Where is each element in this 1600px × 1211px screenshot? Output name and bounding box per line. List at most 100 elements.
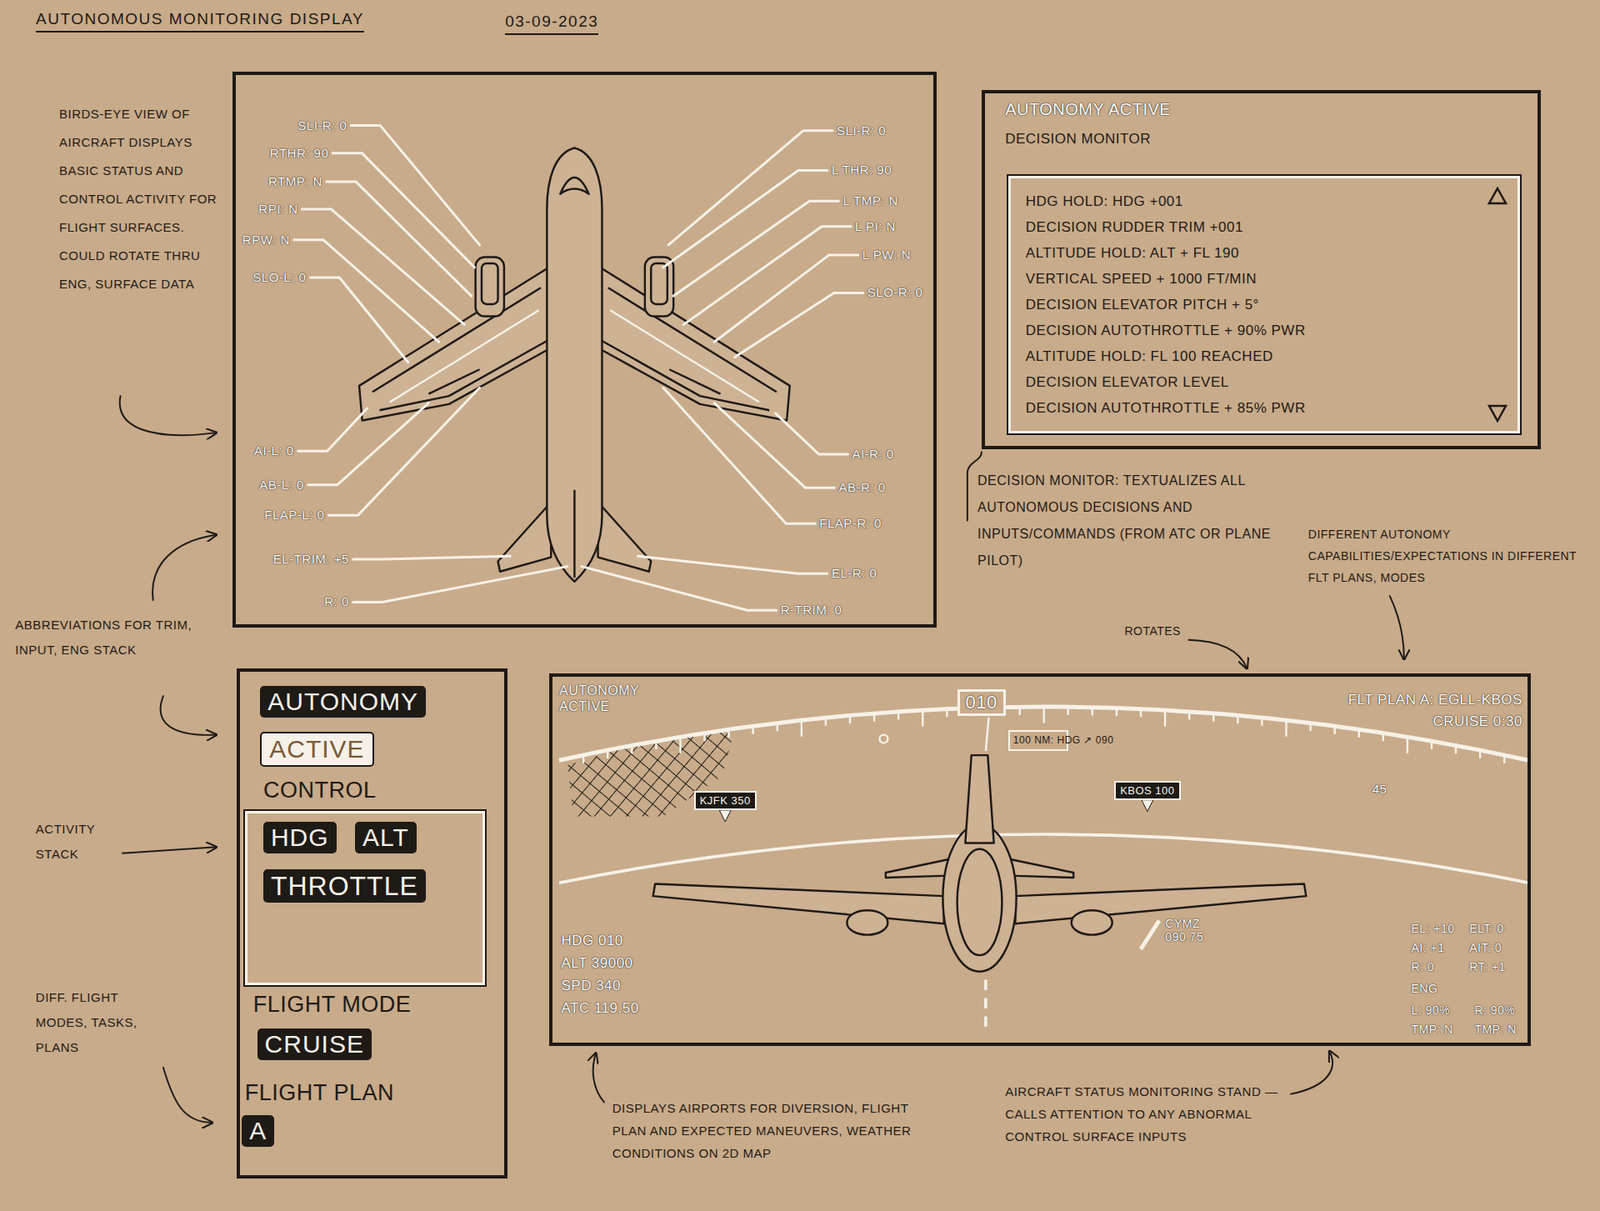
heading-box: 010 <box>957 689 1006 716</box>
surface-readout: EL-R: 0 <box>831 566 877 581</box>
heading-tick <box>1382 732 1385 741</box>
surface-readout: R-TRIM: 0 <box>780 603 843 618</box>
scroll-down <box>1489 405 1506 421</box>
decision-entry: ALTITUDE HOLD: ALT + FL 190 <box>1025 240 1472 266</box>
surface-readout: RPI: N <box>258 201 298 216</box>
surface-readout: FLAP-R: 0 <box>819 516 882 531</box>
fuselage <box>942 824 1016 971</box>
tail-fin <box>965 755 994 843</box>
note-arrow <box>1189 640 1248 669</box>
leader-line <box>663 170 828 267</box>
heading-tick <box>630 745 633 754</box>
airport-code: KJFK 350 <box>700 794 751 807</box>
heading-line <box>985 717 990 751</box>
annotation-note: ACTIVITY STACK <box>35 816 136 867</box>
aircraft-top-view <box>359 148 790 582</box>
hud-readout: TMP: N <box>1474 1022 1516 1036</box>
annotation-note: DECISION MONITOR: TEXTUALIZES ALL AUTONO… <box>977 467 1284 575</box>
control-pill: ALT <box>355 821 417 854</box>
scroll-up <box>1489 188 1506 204</box>
center-line <box>984 980 988 1030</box>
decision-entry: DECISION AUTOTHROTTLE + 90% PWR <box>1025 317 1472 344</box>
hud-drawing <box>559 706 1529 1029</box>
surface-readout: L THR: 90 <box>831 163 892 178</box>
date-label: 03-09-2023 <box>505 12 599 35</box>
decision-entry: VERTICAL SPEED + 1000 FT/MIN <box>1025 265 1472 292</box>
hud-readout: AIT: 0 <box>1469 940 1502 955</box>
leader-line <box>302 209 465 325</box>
leader-line <box>298 408 368 451</box>
tag-pointer <box>1141 800 1154 812</box>
cockpit <box>560 177 589 195</box>
maneuver-note: 100 NM: HDG ↗ 090 <box>1013 734 1064 747</box>
status-panel: SLI-R: 0RTHR: 90RTMP: NRPI: NRPW: NSLO-L… <box>232 71 937 628</box>
leader-line <box>637 555 828 574</box>
fuselage <box>546 148 602 582</box>
hud-readout: 45 <box>1372 781 1388 796</box>
heading-tick <box>1479 750 1481 759</box>
aircraft-rear-view <box>653 755 1307 972</box>
section-heading: CONTROL <box>263 777 377 804</box>
leader-line <box>581 566 777 611</box>
heading-tick <box>825 717 827 726</box>
monitor-heading: AUTONOMY ACTIVE <box>1005 100 1171 120</box>
heading-arc <box>559 706 1529 760</box>
right-engine-inlet <box>650 263 668 305</box>
decision-entry: DECISION RUDDER TRIM +001 <box>1025 214 1472 240</box>
tag-pointer <box>719 810 731 822</box>
right-engine <box>1071 910 1113 935</box>
heading-tick <box>1042 706 1045 724</box>
surface-readout: EL-TRIM: +5 <box>273 551 350 566</box>
decision-list: HDG HOLD: HDG +001DECISION RUDDER TRIM +… <box>1008 175 1521 434</box>
section-heading: FLIGHT PLAN <box>245 1080 395 1106</box>
heading-tick <box>1188 711 1190 720</box>
right-stabilizer <box>598 501 652 571</box>
monitor-heading: DECISION MONITOR <box>1005 130 1151 148</box>
scroll-arrow <box>1487 186 1508 205</box>
tick-marker <box>880 735 889 744</box>
left-engine <box>846 910 888 935</box>
note-arrow <box>593 1053 605 1103</box>
heading-tick <box>1018 706 1020 715</box>
activity-panel: CONTROLFLIGHT MODEFLIGHT PLANAUTONOMYACT… <box>236 668 507 1179</box>
note-arrow <box>1390 595 1405 660</box>
hud-readout: L: 90% <box>1410 1003 1450 1017</box>
annotation-note: ROTATES <box>1124 624 1181 638</box>
control-pill: HDG <box>263 821 337 854</box>
left-engine-inlet <box>481 263 499 305</box>
decision-entry: DECISION ELEVATOR PITCH + 5° <box>1025 291 1472 318</box>
note-arrow <box>120 395 217 435</box>
waypoint-slash <box>1140 920 1160 949</box>
plan-pill: A <box>241 1115 275 1147</box>
pill-text: AUTONOMY <box>267 686 419 717</box>
hud-readout: FLT PLAN A: EGLL-KBOS <box>1348 691 1523 709</box>
surface-readout: AI-L: 0 <box>254 444 295 459</box>
heading-tick <box>1091 707 1094 716</box>
heading-tick <box>582 755 585 764</box>
heading-tick <box>1067 706 1070 715</box>
left-stabilizer <box>498 501 552 571</box>
surface-readout: RTHR: 90 <box>270 145 329 160</box>
decision-entry: HDG HOLD: HDG +001 <box>1025 188 1472 215</box>
leader-line <box>714 255 859 342</box>
note-arrow <box>1290 1050 1333 1094</box>
surface-readout: L PW: N <box>862 247 912 262</box>
note-arrow <box>152 535 216 600</box>
pill-text: THROTTLE <box>270 870 419 902</box>
surface-readout: RTMP: N <box>268 174 323 189</box>
surface-readout: L TMP: N <box>842 194 899 209</box>
leader-line <box>673 200 839 296</box>
annotation-note: BIRDS-EYE VIEW OF AIRCRAFT DISPLAYS BASI… <box>59 100 228 299</box>
hud-readout: SPD 340 <box>560 977 621 995</box>
monitor-panel: AUTONOMY ACTIVE DECISION MONITOR HDG HOLD:… <box>981 90 1541 450</box>
right-stabilizer <box>1010 859 1074 878</box>
fin-line <box>573 490 575 578</box>
heading-readout: 010 <box>965 691 998 714</box>
heading-tick <box>1430 740 1433 750</box>
airport-code: KBOS 100 <box>1120 784 1175 797</box>
note-arrow <box>160 695 217 735</box>
right-wing <box>1015 883 1306 924</box>
heading-tick <box>751 725 754 735</box>
heading-tick <box>1309 722 1311 731</box>
